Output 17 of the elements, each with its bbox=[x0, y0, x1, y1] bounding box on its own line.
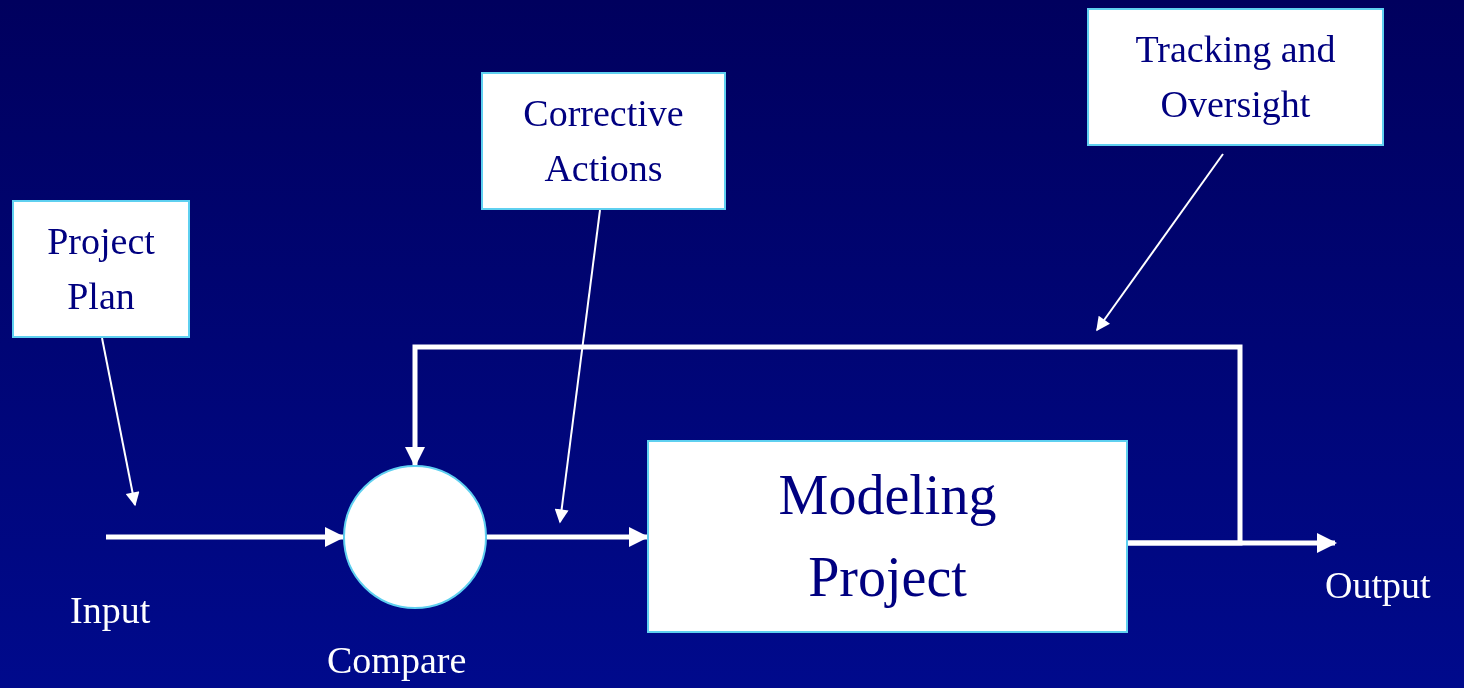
leader-line bbox=[101, 337, 140, 507]
io-label: Input bbox=[70, 590, 151, 632]
process-box bbox=[1087, 8, 1384, 146]
arrow bbox=[405, 344, 1243, 546]
leader-line bbox=[554, 209, 601, 524]
process-box bbox=[481, 72, 726, 210]
arrow bbox=[487, 527, 649, 547]
box-label: Tracking and Oversight bbox=[1134, 26, 1337, 127]
box-label: Corrective Actions bbox=[522, 90, 685, 191]
process-box bbox=[647, 440, 1128, 633]
box-label: Project Plan bbox=[46, 218, 156, 319]
arrow bbox=[106, 527, 345, 547]
process-box bbox=[12, 200, 190, 338]
leader-line bbox=[1096, 153, 1224, 332]
box-label: Modeling Project bbox=[777, 463, 998, 610]
node-caption: Compare bbox=[327, 640, 467, 682]
io-label: Output bbox=[1325, 565, 1431, 607]
